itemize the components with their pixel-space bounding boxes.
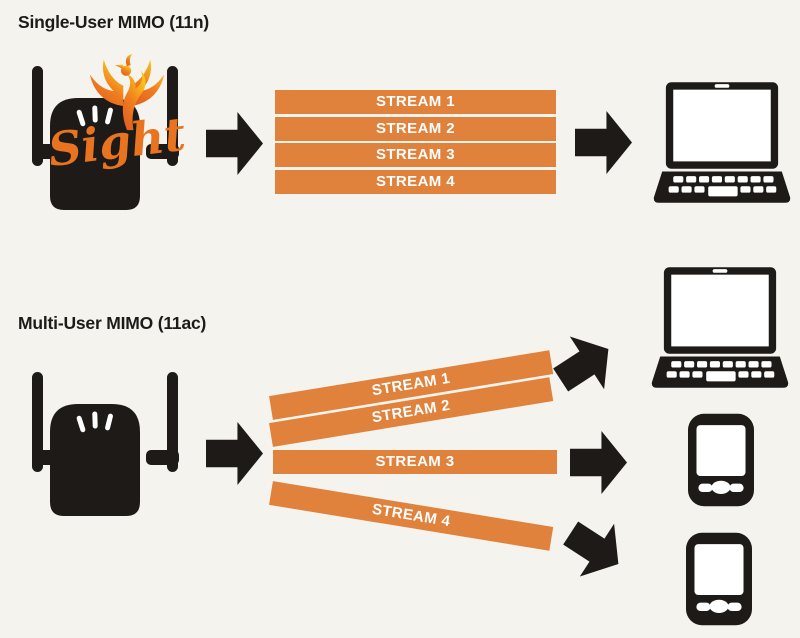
smartphone-icon <box>688 413 754 507</box>
arrow-right-icon <box>206 422 263 485</box>
phoenix-icon <box>89 54 165 131</box>
smartphone-icon <box>686 532 752 626</box>
stream-label: STREAM 4 <box>370 500 452 531</box>
arrow-right-icon <box>206 112 263 175</box>
laptop-icon <box>651 267 789 388</box>
stream-label: STREAM 2 <box>375 119 456 137</box>
stream-bar: STREAM 2 <box>275 116 556 141</box>
arrow-up-right-icon <box>553 336 609 392</box>
arrow-down-right-icon <box>563 521 619 577</box>
section-title-single-user: Single-User MIMO (11n) <box>18 12 210 32</box>
stream-label: STREAM 3 <box>375 453 455 470</box>
arrow-right-icon <box>570 431 627 494</box>
section-title-multi-user: Multi-User MIMO (11ac) <box>18 313 207 333</box>
stream-bar: STREAM 1 <box>275 90 556 114</box>
logo-text-glyphs: Sight <box>45 108 188 176</box>
stream-bar: STREAM 3 <box>275 143 556 167</box>
laptop-icon <box>653 82 791 203</box>
arrow-right-icon <box>575 111 632 174</box>
stream-group-single-user: STREAM 1 STREAM 2 STREAM 3 STREAM 4 <box>275 90 556 194</box>
stream-bar: STREAM 4 <box>275 169 556 194</box>
stream-label: STREAM 4 <box>375 172 456 190</box>
stream-bar: STREAM 4 <box>269 481 554 551</box>
stream-bar: STREAM 3 <box>273 450 557 474</box>
stream-label: STREAM 1 <box>375 93 456 110</box>
stream-label: STREAM 3 <box>375 146 456 163</box>
router-body <box>32 66 179 210</box>
router-icon: Sight <box>16 50 194 218</box>
router-body <box>32 372 179 516</box>
logo-text: Sight <box>45 108 188 176</box>
router-icon <box>16 356 194 524</box>
